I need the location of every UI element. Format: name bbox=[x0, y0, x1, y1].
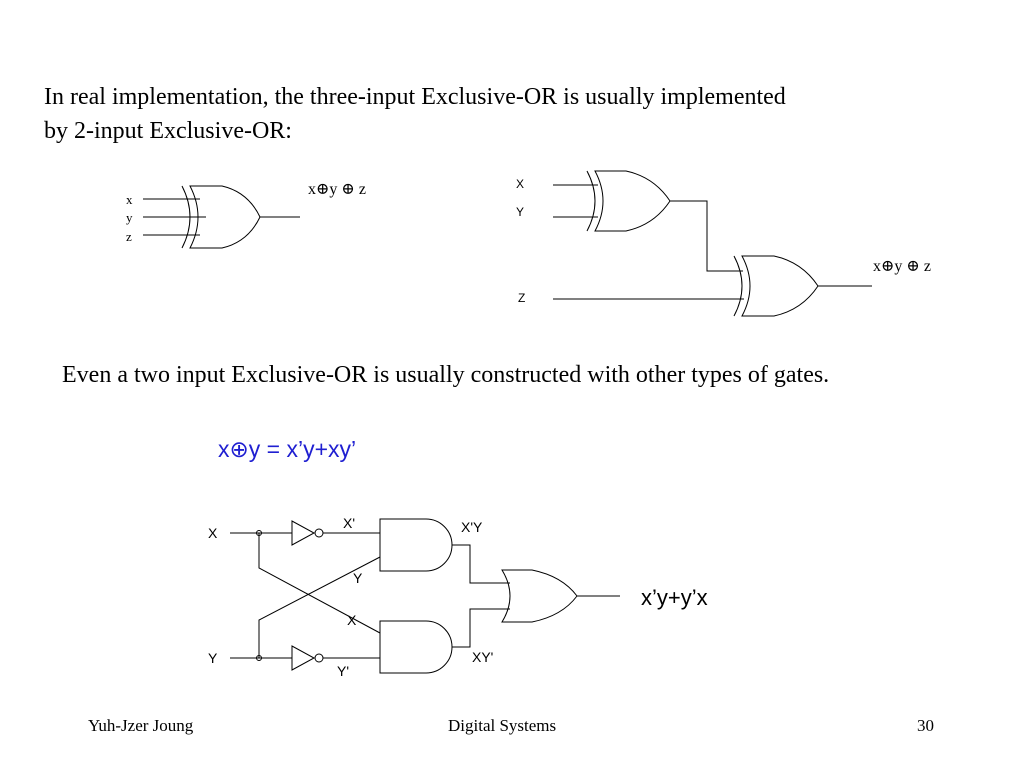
not-gate-x bbox=[291, 520, 316, 546]
intro-paragraph: In real implementation, the three-input … bbox=[44, 80, 984, 148]
intro-line-1: In real implementation, the three-input … bbox=[44, 84, 786, 110]
not-gate-y bbox=[291, 645, 316, 671]
footer-author: Yuh-Jzer Joung bbox=[88, 716, 194, 735]
label-and-bottom-out: XY' bbox=[472, 649, 493, 665]
label-and-bottom-in-x: X bbox=[347, 612, 357, 628]
or-gate bbox=[501, 569, 578, 623]
footer-course: Digital Systems bbox=[448, 716, 557, 735]
label-and-top-out: X'Y bbox=[461, 519, 483, 535]
label-not-x-out: X' bbox=[343, 515, 355, 531]
intro-line-2: by 2-input Exclusive-OR: bbox=[44, 118, 292, 144]
and-gate-top bbox=[379, 518, 453, 572]
label-output-three-input: x⊕y ⊕ z bbox=[308, 181, 366, 198]
xor-formula: x⊕y = x’y+xy’ bbox=[218, 436, 357, 462]
three-input-xor-gate bbox=[143, 185, 300, 249]
and-gate-bottom bbox=[379, 620, 453, 674]
label-gates-y: Y bbox=[208, 650, 218, 666]
label-cascade-x: X bbox=[516, 177, 524, 191]
label-input-y: y bbox=[126, 210, 133, 225]
xor-gate-second bbox=[553, 255, 872, 317]
label-output-cascade: x⊕y ⊕ z bbox=[873, 258, 931, 275]
footer-page-number: 30 bbox=[917, 716, 934, 735]
label-input-z: z bbox=[126, 229, 132, 244]
label-gates-x: X bbox=[208, 525, 218, 541]
xor-gate-first bbox=[553, 170, 743, 272]
xor-from-basic-gates bbox=[230, 518, 620, 674]
label-input-x: x bbox=[126, 192, 133, 207]
label-cascade-y: Y bbox=[516, 205, 524, 219]
label-cascade-z: Z bbox=[518, 291, 525, 305]
label-final-output: x’y+y’x bbox=[641, 585, 708, 610]
label-not-y-out: Y' bbox=[337, 663, 349, 679]
label-and-top-in-y: Y bbox=[353, 570, 363, 586]
note-text: Even a two input Exclusive-OR is usually… bbox=[62, 362, 830, 388]
